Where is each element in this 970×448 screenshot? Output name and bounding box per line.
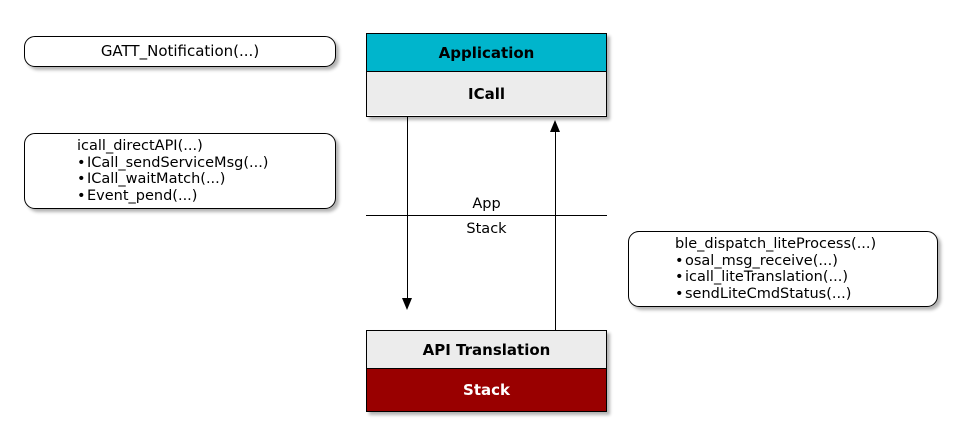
- arrow-app-to-stack-head: [401, 298, 412, 310]
- note-item-list: ICall_sendServiceMsg(...) ICall_waitMatc…: [35, 155, 325, 205]
- stack-layer-stack: API Translation Stack: [366, 330, 607, 412]
- layer-api-translation: API Translation: [367, 331, 606, 368]
- boundary-label-stack: Stack: [466, 221, 507, 237]
- note-icall-direct-api: icall_directAPI(...) ICall_sendServiceMs…: [24, 133, 336, 209]
- app-stack-boundary-line: [366, 215, 607, 216]
- note-title: icall_directAPI(...): [77, 138, 203, 154]
- note-gatt-notification: GATT_Notification(...): [24, 36, 336, 67]
- boundary-label-app: App: [472, 196, 501, 212]
- layer-stack: Stack: [367, 368, 606, 411]
- note-list-item: osal_msg_receive(...): [675, 253, 927, 270]
- note-item-list: osal_msg_receive(...) icall_liteTranslat…: [639, 253, 927, 303]
- note-title: GATT_Notification(...): [100, 41, 260, 60]
- note-list-item: Event_pend(...): [77, 188, 325, 205]
- layer-application: Application: [367, 34, 606, 71]
- note-list-item: ICall_waitMatch(...): [77, 171, 325, 188]
- arrow-stack-to-app-head: [549, 120, 560, 132]
- note-ble-dispatch-lite-process: ble_dispatch_liteProcess(...) osal_msg_r…: [628, 231, 938, 307]
- note-list-item: sendLiteCmdStatus(...): [675, 286, 927, 303]
- note-title: ble_dispatch_liteProcess(...): [675, 236, 877, 252]
- note-list-item: icall_liteTranslation(...): [675, 269, 927, 286]
- app-layer-stack: Application ICall: [366, 33, 607, 117]
- arrow-stack-to-app-line: [555, 131, 556, 330]
- note-list-item: ICall_sendServiceMsg(...): [77, 155, 325, 172]
- layer-icall: ICall: [367, 71, 606, 115]
- arrow-app-to-stack-line: [407, 117, 408, 301]
